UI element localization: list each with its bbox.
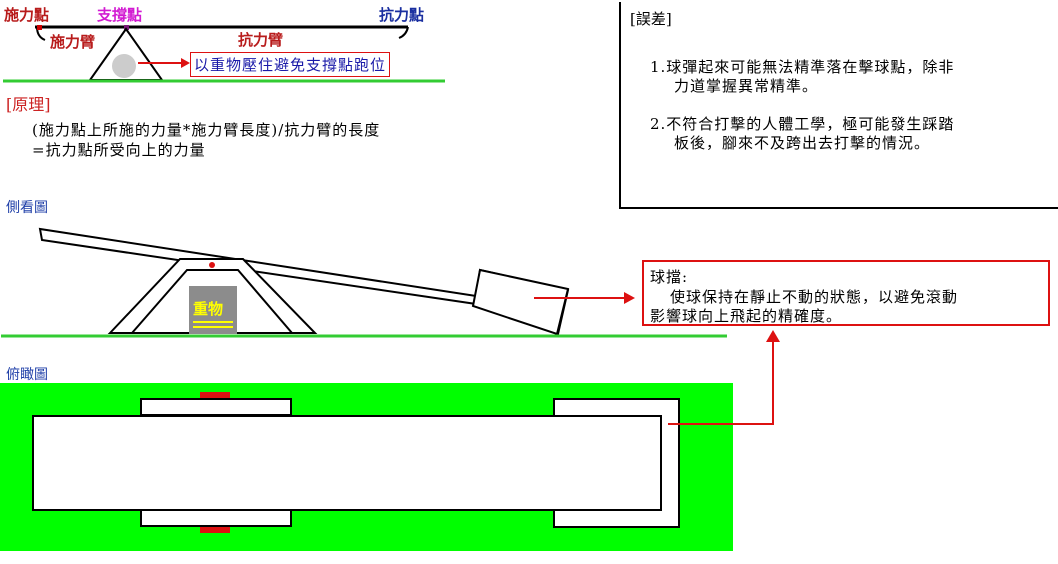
error-item-2-line-1: 2.不符合打擊的人體工學，極可能發生踩踏 [650,115,955,133]
load-point-label: 抗力點 [379,6,425,24]
principle-title: [原理] [6,95,51,114]
top-pivot-lower [200,527,230,533]
stopper-arrow-head [624,292,635,304]
ball-stopper-title: 球擋: [650,268,689,286]
weight-note-box: 以重物壓住避免支撐點跑位 [190,52,391,77]
load-arm-label: 抗力臂 [238,31,284,49]
ball-stopper-line-1: 使球保持在靜止不動的狀態，以避免滾動 [670,288,959,306]
weight-arrow-head [181,58,190,68]
top-fulcrum-lower [140,509,292,527]
side-pivot-dot [209,262,215,268]
effort-arm-label: 施力臂 [50,33,96,51]
weight-ball [112,54,136,78]
top-board [32,415,662,511]
load-arm-curve [398,26,409,39]
ball-stopper-line-2: 影響球向上飛起的精確度。 [650,307,843,325]
top-pivot-upper [200,392,230,398]
ball-stopper-note: 球擋: 使球保持在靜止不動的狀態，以避免滾動 影響球向上飛起的精確度。 [642,260,1050,326]
principle-line-2: =抗力點所受向上的力量 [32,141,206,159]
side-view-title: 側看圖 [6,200,48,216]
side-ball-stopper [471,268,570,336]
top-fulcrum-upper [140,398,292,416]
error-item-1-line-1: 1.球彈起來可能無法精準落在擊球點，除非 [650,58,955,76]
side-weight-label: 重物 [193,300,224,318]
fulcrum-label: 支撐點 [97,6,143,24]
error-title: [誤差] [630,10,672,28]
weight-note-text: 以重物壓住避免支撐點跑位 [194,56,387,74]
effort-point-marker [37,25,42,30]
error-item-1-line-2: 力道掌握異常精準。 [674,77,819,95]
fulcrum-marker [124,25,129,30]
top-to-note-arrow-line [668,342,774,425]
principle-line-1: (施力點上所施的力量*施力臂長度)/抗力臂的長度 [32,121,381,139]
error-box-border [619,2,1058,209]
top-to-note-arrow-head [766,330,780,342]
top-view-title: 俯瞰圖 [6,367,48,383]
effort-point-label: 施力點 [4,6,50,24]
error-item-2-line-2: 板後，腳來不及跨出去打擊的情況。 [674,134,931,152]
